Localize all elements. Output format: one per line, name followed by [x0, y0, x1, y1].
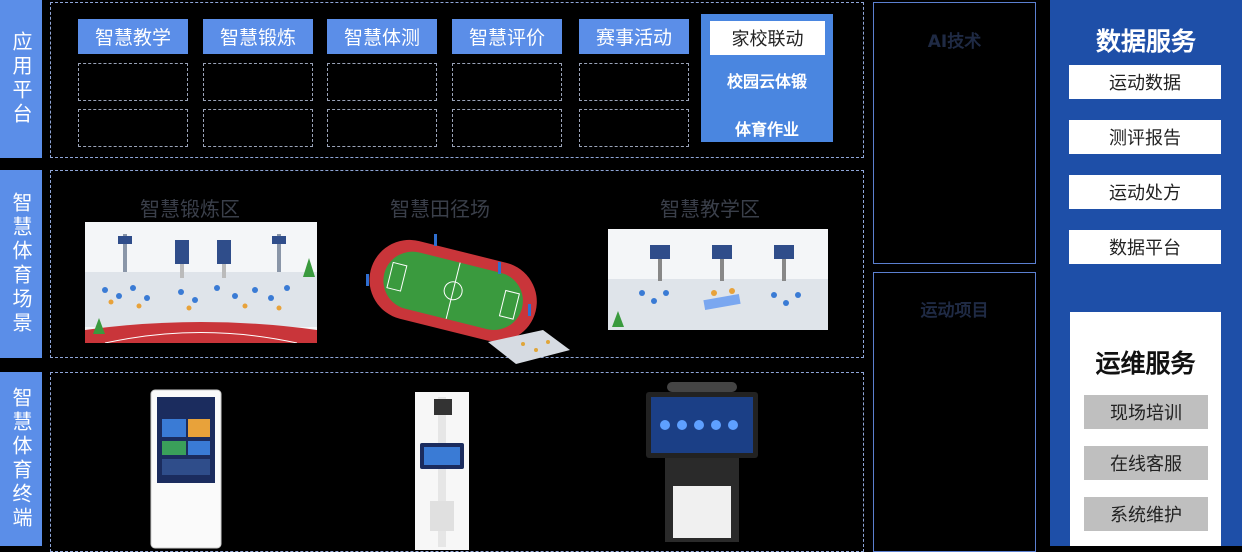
placeholder-cell: [327, 109, 437, 147]
data-service-test-report[interactable]: 测评报告: [1069, 120, 1221, 154]
placeholder-cell: [452, 109, 562, 147]
teaching-screen-terminal: [646, 382, 758, 542]
data-service-platform[interactable]: 数据平台: [1069, 230, 1221, 264]
pe-homework[interactable]: 体育作业: [734, 120, 799, 139]
height-measure-terminal: [415, 392, 469, 550]
data-service-prescription[interactable]: 运动处方: [1069, 175, 1221, 209]
scene-title-track-field: 智慧田径场: [390, 197, 490, 221]
ops-service-online-support[interactable]: 在线客服: [1084, 446, 1208, 480]
scenes-section: [50, 170, 864, 358]
track-field-illustration: [366, 234, 570, 364]
ops-service-maintenance[interactable]: 系统维护: [1084, 497, 1208, 531]
placeholder-cell: [203, 63, 313, 101]
ai-technology-title: AI技术: [927, 32, 982, 52]
tab-smart-testing[interactable]: 智慧体测: [327, 19, 437, 54]
ops-service-onsite-training[interactable]: 现场培训: [1084, 395, 1208, 429]
tab-smart-teaching[interactable]: 智慧教学: [78, 19, 188, 54]
sports-items-title: 运动项目: [920, 301, 989, 321]
placeholder-cell: [203, 109, 313, 147]
tab-smart-exercise[interactable]: 智慧锻炼: [203, 19, 313, 54]
tab-events[interactable]: 赛事活动: [579, 19, 689, 54]
vertical-kiosk-terminal: [150, 389, 222, 549]
tab-home-school[interactable]: 家校联动: [710, 21, 825, 55]
app-platform-label-text: 应用平台: [9, 31, 33, 127]
scenes-label: 智慧体育场景: [0, 170, 42, 358]
ops-service-title: 运维服务: [1095, 349, 1196, 378]
placeholder-cell: [579, 109, 689, 147]
terminals-label: 智慧体育终端: [0, 372, 42, 546]
data-service-sports-data[interactable]: 运动数据: [1069, 65, 1221, 99]
placeholder-cell: [452, 63, 562, 101]
placeholder-cell: [327, 63, 437, 101]
teaching-zone-illustration: [608, 229, 828, 330]
tab-smart-evaluation[interactable]: 智慧评价: [452, 19, 562, 54]
ai-technology-panel: [873, 2, 1036, 264]
campus-cloud-exercise[interactable]: 校园云体锻: [726, 72, 807, 91]
data-service-title: 数据服务: [1095, 27, 1196, 56]
scene-title-exercise-zone: 智慧锻炼区: [140, 197, 240, 221]
placeholder-cell: [78, 109, 188, 147]
app-platform-label: 应用平台: [0, 0, 42, 158]
exercise-zone-illustration: [85, 222, 317, 343]
scenes-label-text: 智慧体育场景: [9, 192, 33, 336]
placeholder-cell: [78, 63, 188, 101]
terminals-label-text: 智慧体育终端: [9, 387, 33, 531]
scene-title-teaching-zone: 智慧教学区: [660, 197, 760, 221]
app-platform-section: [50, 2, 864, 158]
placeholder-cell: [579, 63, 689, 101]
